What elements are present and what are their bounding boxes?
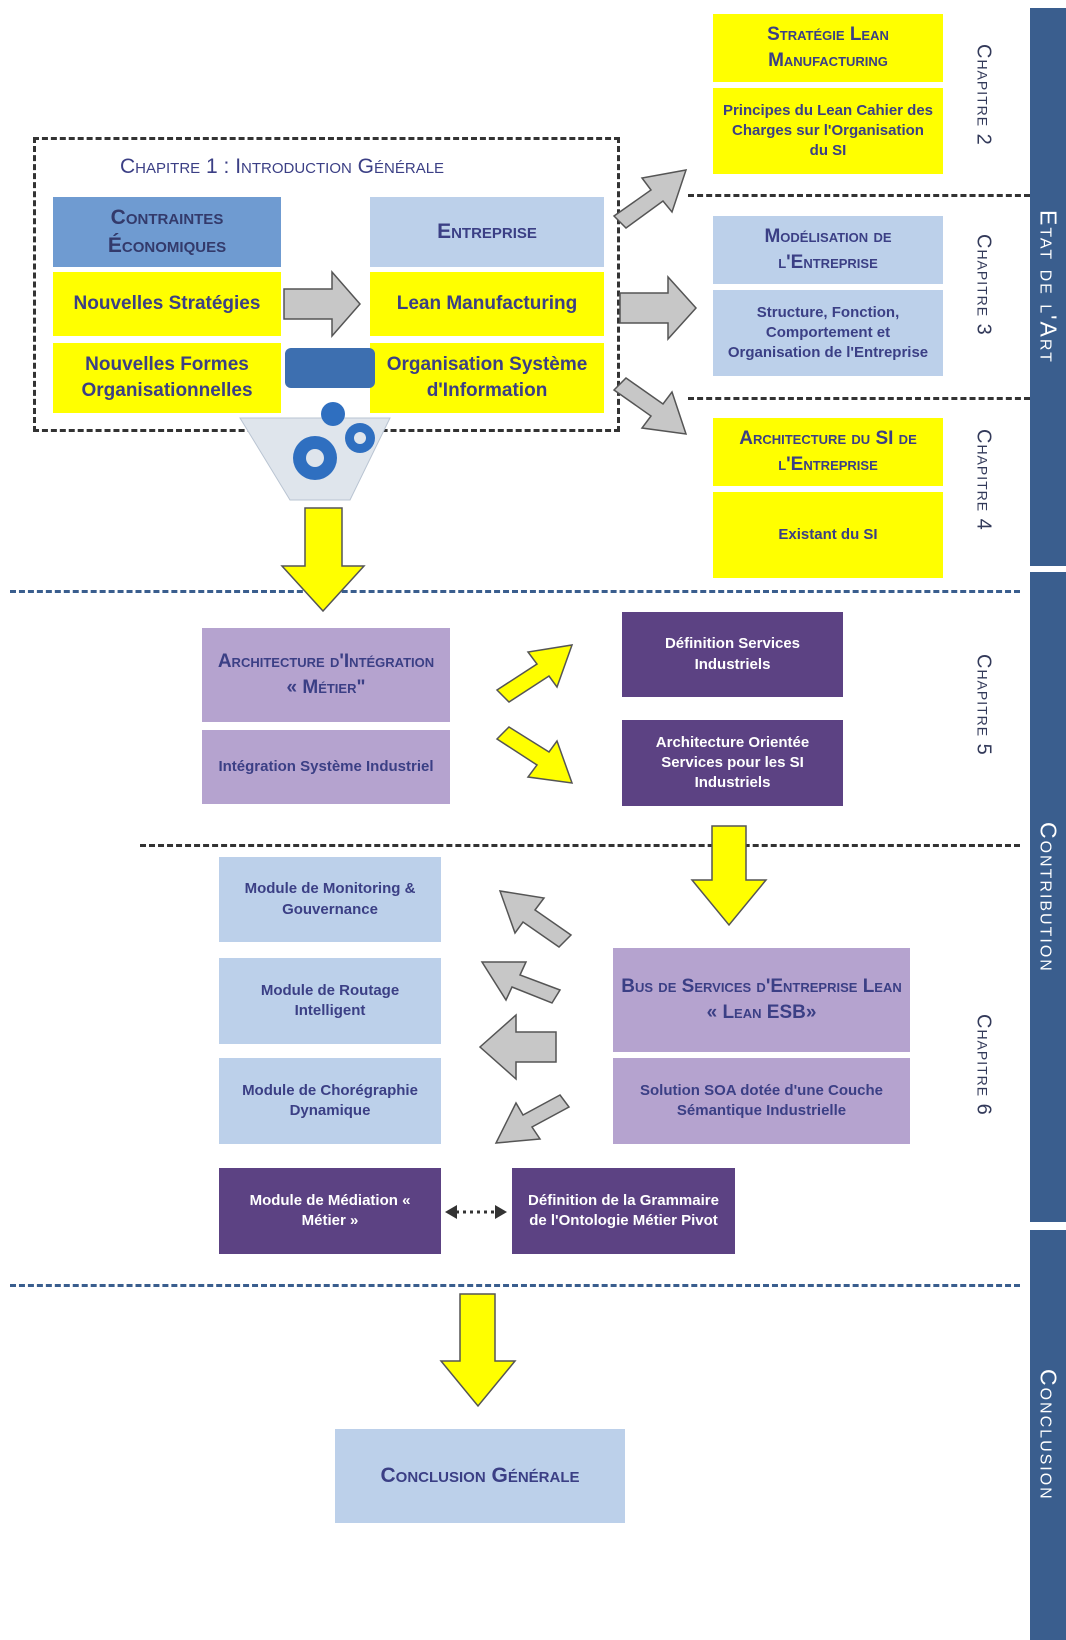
arrow-to-chapter-2 bbox=[612, 169, 688, 229]
architecture-soa-box: Architecture Orientée Services pour les … bbox=[622, 720, 843, 806]
arrow-strategies-to-lean bbox=[283, 270, 361, 338]
section-contribution: Contribution bbox=[1030, 572, 1066, 1222]
conclusion-generale-box: Conclusion Générale bbox=[335, 1429, 625, 1523]
chapter-6-label: Chapitre 6 bbox=[972, 1014, 995, 1116]
structure-fonction-box: Structure, Fonction, Comportement et Org… bbox=[713, 290, 943, 376]
module-mediation-box: Module de Médiation « Métier » bbox=[219, 1168, 441, 1254]
chapter-3-label: Chapitre 3 bbox=[972, 234, 995, 336]
arrow-down-to-chapter-5 bbox=[280, 507, 366, 613]
architecture-integration-box: Architecture d'Intégration « Métier" bbox=[202, 628, 450, 722]
arrow-to-chapter-4 bbox=[612, 377, 688, 435]
arrow-to-monitoring bbox=[498, 890, 573, 948]
section-etat-de-l-art: Etat de l'Art bbox=[1030, 8, 1066, 566]
architecture-si-box: Architecture du SI de l'Entreprise bbox=[713, 418, 943, 486]
chapter-1-title: Chapitre 1 : Introduction Générale bbox=[120, 155, 445, 178]
funnel-gears-icon bbox=[239, 348, 391, 501]
separator-contribution-conclusion bbox=[10, 1284, 1020, 1287]
separator-ch5-ch6 bbox=[140, 844, 1020, 847]
principes-lean-box: Principes du Lean Cahier des Charges sur… bbox=[713, 88, 943, 174]
organisation-si-box: Organisation Système d'Information bbox=[370, 343, 604, 413]
dotted-double-arrow bbox=[445, 1205, 507, 1219]
separator-etat-contribution bbox=[10, 590, 1020, 593]
strategie-lean-box: Stratégie Lean Manufacturing bbox=[713, 14, 943, 82]
contraintes-economiques-box: Contraintes Économiques bbox=[53, 197, 281, 267]
lean-esb-box: Bus de Services d'Entreprise Lean « Lean… bbox=[613, 948, 910, 1052]
module-monitoring-box: Module de Monitoring & Gouvernance bbox=[219, 857, 441, 942]
arrow-to-routage bbox=[480, 961, 562, 1004]
arrow-to-choregraphie-lower bbox=[494, 1094, 571, 1144]
chapter-5-label: Chapitre 5 bbox=[972, 654, 995, 756]
nouvelles-strategies-box: Nouvelles Stratégies bbox=[53, 272, 281, 336]
chapter-2-label: Chapitre 2 bbox=[972, 44, 995, 146]
arrow-to-choregraphie bbox=[478, 1013, 557, 1081]
arrow-down-to-conclusion bbox=[439, 1293, 517, 1408]
existant-si-box: Existant du SI bbox=[713, 492, 943, 578]
separator-ch2-ch3 bbox=[688, 194, 1030, 197]
modelisation-entreprise-box: Modélisation de l'Entreprise bbox=[713, 216, 943, 284]
entreprise-box: Entreprise bbox=[370, 197, 604, 267]
chapter-4-label: Chapitre 4 bbox=[972, 429, 995, 531]
section-conclusion: Conclusion bbox=[1030, 1230, 1066, 1640]
nouvelles-formes-box: Nouvelles Formes Organisationnelles bbox=[53, 343, 281, 413]
arrow-to-services bbox=[495, 644, 574, 703]
integration-systeme-box: Intégration Système Industriel bbox=[202, 730, 450, 804]
definition-services-box: Définition Services Industriels bbox=[622, 612, 843, 697]
arrow-down-to-esb bbox=[690, 825, 768, 927]
definition-grammaire-box: Définition de la Grammaire de l'Ontologi… bbox=[512, 1168, 735, 1254]
arrow-to-chapter-3 bbox=[619, 275, 698, 341]
module-choregraphie-box: Module de Chorégraphie Dynamique bbox=[219, 1058, 441, 1144]
module-routage-box: Module de Routage Intelligent bbox=[219, 958, 441, 1044]
solution-soa-box: Solution SOA dotée d'une Couche Sémantiq… bbox=[613, 1058, 910, 1144]
arrow-to-soa bbox=[495, 726, 574, 784]
separator-ch3-ch4 bbox=[688, 397, 1030, 400]
lean-manufacturing-box: Lean Manufacturing bbox=[370, 272, 604, 336]
